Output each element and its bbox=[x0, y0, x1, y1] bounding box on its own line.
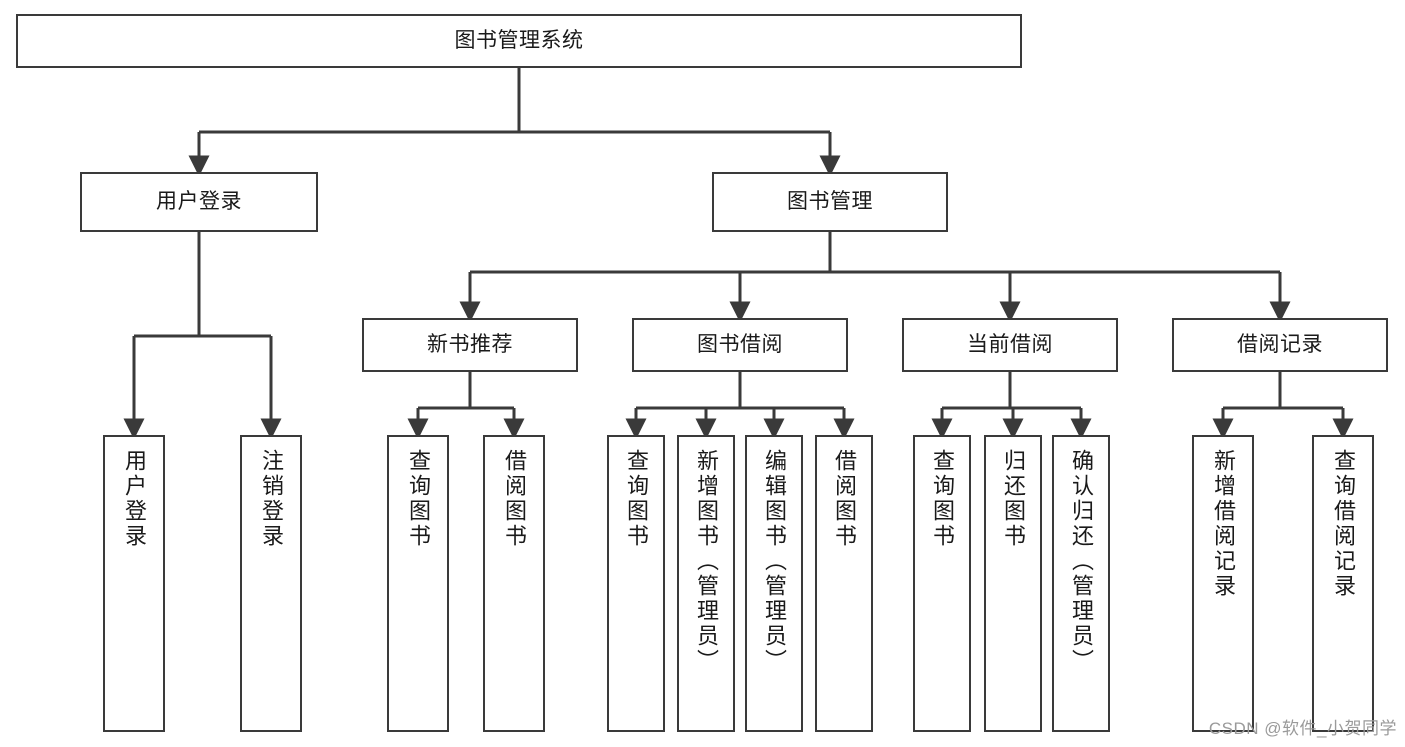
node-leaf-borrow-book-2-label: 借阅图书 bbox=[832, 449, 857, 549]
node-leaf-add-record-label: 新增借阅记录 bbox=[1211, 449, 1236, 599]
node-leaf-edit-book[interactable]: 编辑图书（管理员） bbox=[745, 435, 803, 732]
node-leaf-user-login-label: 用户登录 bbox=[122, 449, 147, 549]
node-user-login[interactable]: 用户登录 bbox=[80, 172, 318, 232]
node-leaf-borrow-book-1[interactable]: 借阅图书 bbox=[483, 435, 545, 732]
node-leaf-query-book-3-label: 查询图书 bbox=[930, 449, 955, 549]
node-book-manage-label: 图书管理 bbox=[787, 189, 873, 213]
node-borrow-record[interactable]: 借阅记录 bbox=[1172, 318, 1388, 372]
node-leaf-user-logout[interactable]: 注销登录 bbox=[240, 435, 302, 732]
node-leaf-user-logout-label: 注销登录 bbox=[259, 449, 284, 549]
node-leaf-query-book-1-label: 查询图书 bbox=[406, 449, 431, 549]
node-leaf-query-book-1[interactable]: 查询图书 bbox=[387, 435, 449, 732]
node-root[interactable]: 图书管理系统 bbox=[16, 14, 1022, 68]
node-leaf-confirm-return[interactable]: 确认归还（管理员） bbox=[1052, 435, 1110, 732]
node-new-book-rec[interactable]: 新书推荐 bbox=[362, 318, 578, 372]
node-leaf-query-book-2[interactable]: 查询图书 bbox=[607, 435, 665, 732]
node-current-borrow-label: 当前借阅 bbox=[967, 332, 1053, 356]
node-leaf-add-book-label: 新增图书（管理员） bbox=[694, 449, 719, 674]
node-book-borrow-label: 图书借阅 bbox=[697, 332, 783, 356]
node-leaf-borrow-book-2[interactable]: 借阅图书 bbox=[815, 435, 873, 732]
node-leaf-borrow-book-1-label: 借阅图书 bbox=[502, 449, 527, 549]
node-leaf-edit-book-label: 编辑图书（管理员） bbox=[762, 449, 787, 674]
node-book-manage[interactable]: 图书管理 bbox=[712, 172, 948, 232]
node-new-book-rec-label: 新书推荐 bbox=[427, 332, 513, 356]
node-borrow-record-label: 借阅记录 bbox=[1237, 332, 1323, 356]
node-leaf-return-book[interactable]: 归还图书 bbox=[984, 435, 1042, 732]
node-leaf-query-book-2-label: 查询图书 bbox=[624, 449, 649, 549]
node-leaf-return-book-label: 归还图书 bbox=[1001, 449, 1026, 549]
node-leaf-confirm-return-label: 确认归还（管理员） bbox=[1069, 449, 1094, 674]
node-root-label: 图书管理系统 bbox=[454, 28, 584, 52]
node-book-borrow[interactable]: 图书借阅 bbox=[632, 318, 848, 372]
node-user-login-label: 用户登录 bbox=[156, 189, 242, 213]
node-current-borrow[interactable]: 当前借阅 bbox=[902, 318, 1118, 372]
node-leaf-query-record-label: 查询借阅记录 bbox=[1331, 449, 1356, 599]
node-leaf-query-book-3[interactable]: 查询图书 bbox=[913, 435, 971, 732]
node-leaf-add-record[interactable]: 新增借阅记录 bbox=[1192, 435, 1254, 732]
node-leaf-add-book[interactable]: 新增图书（管理员） bbox=[677, 435, 735, 732]
node-leaf-user-login[interactable]: 用户登录 bbox=[103, 435, 165, 732]
node-leaf-query-record[interactable]: 查询借阅记录 bbox=[1312, 435, 1374, 732]
